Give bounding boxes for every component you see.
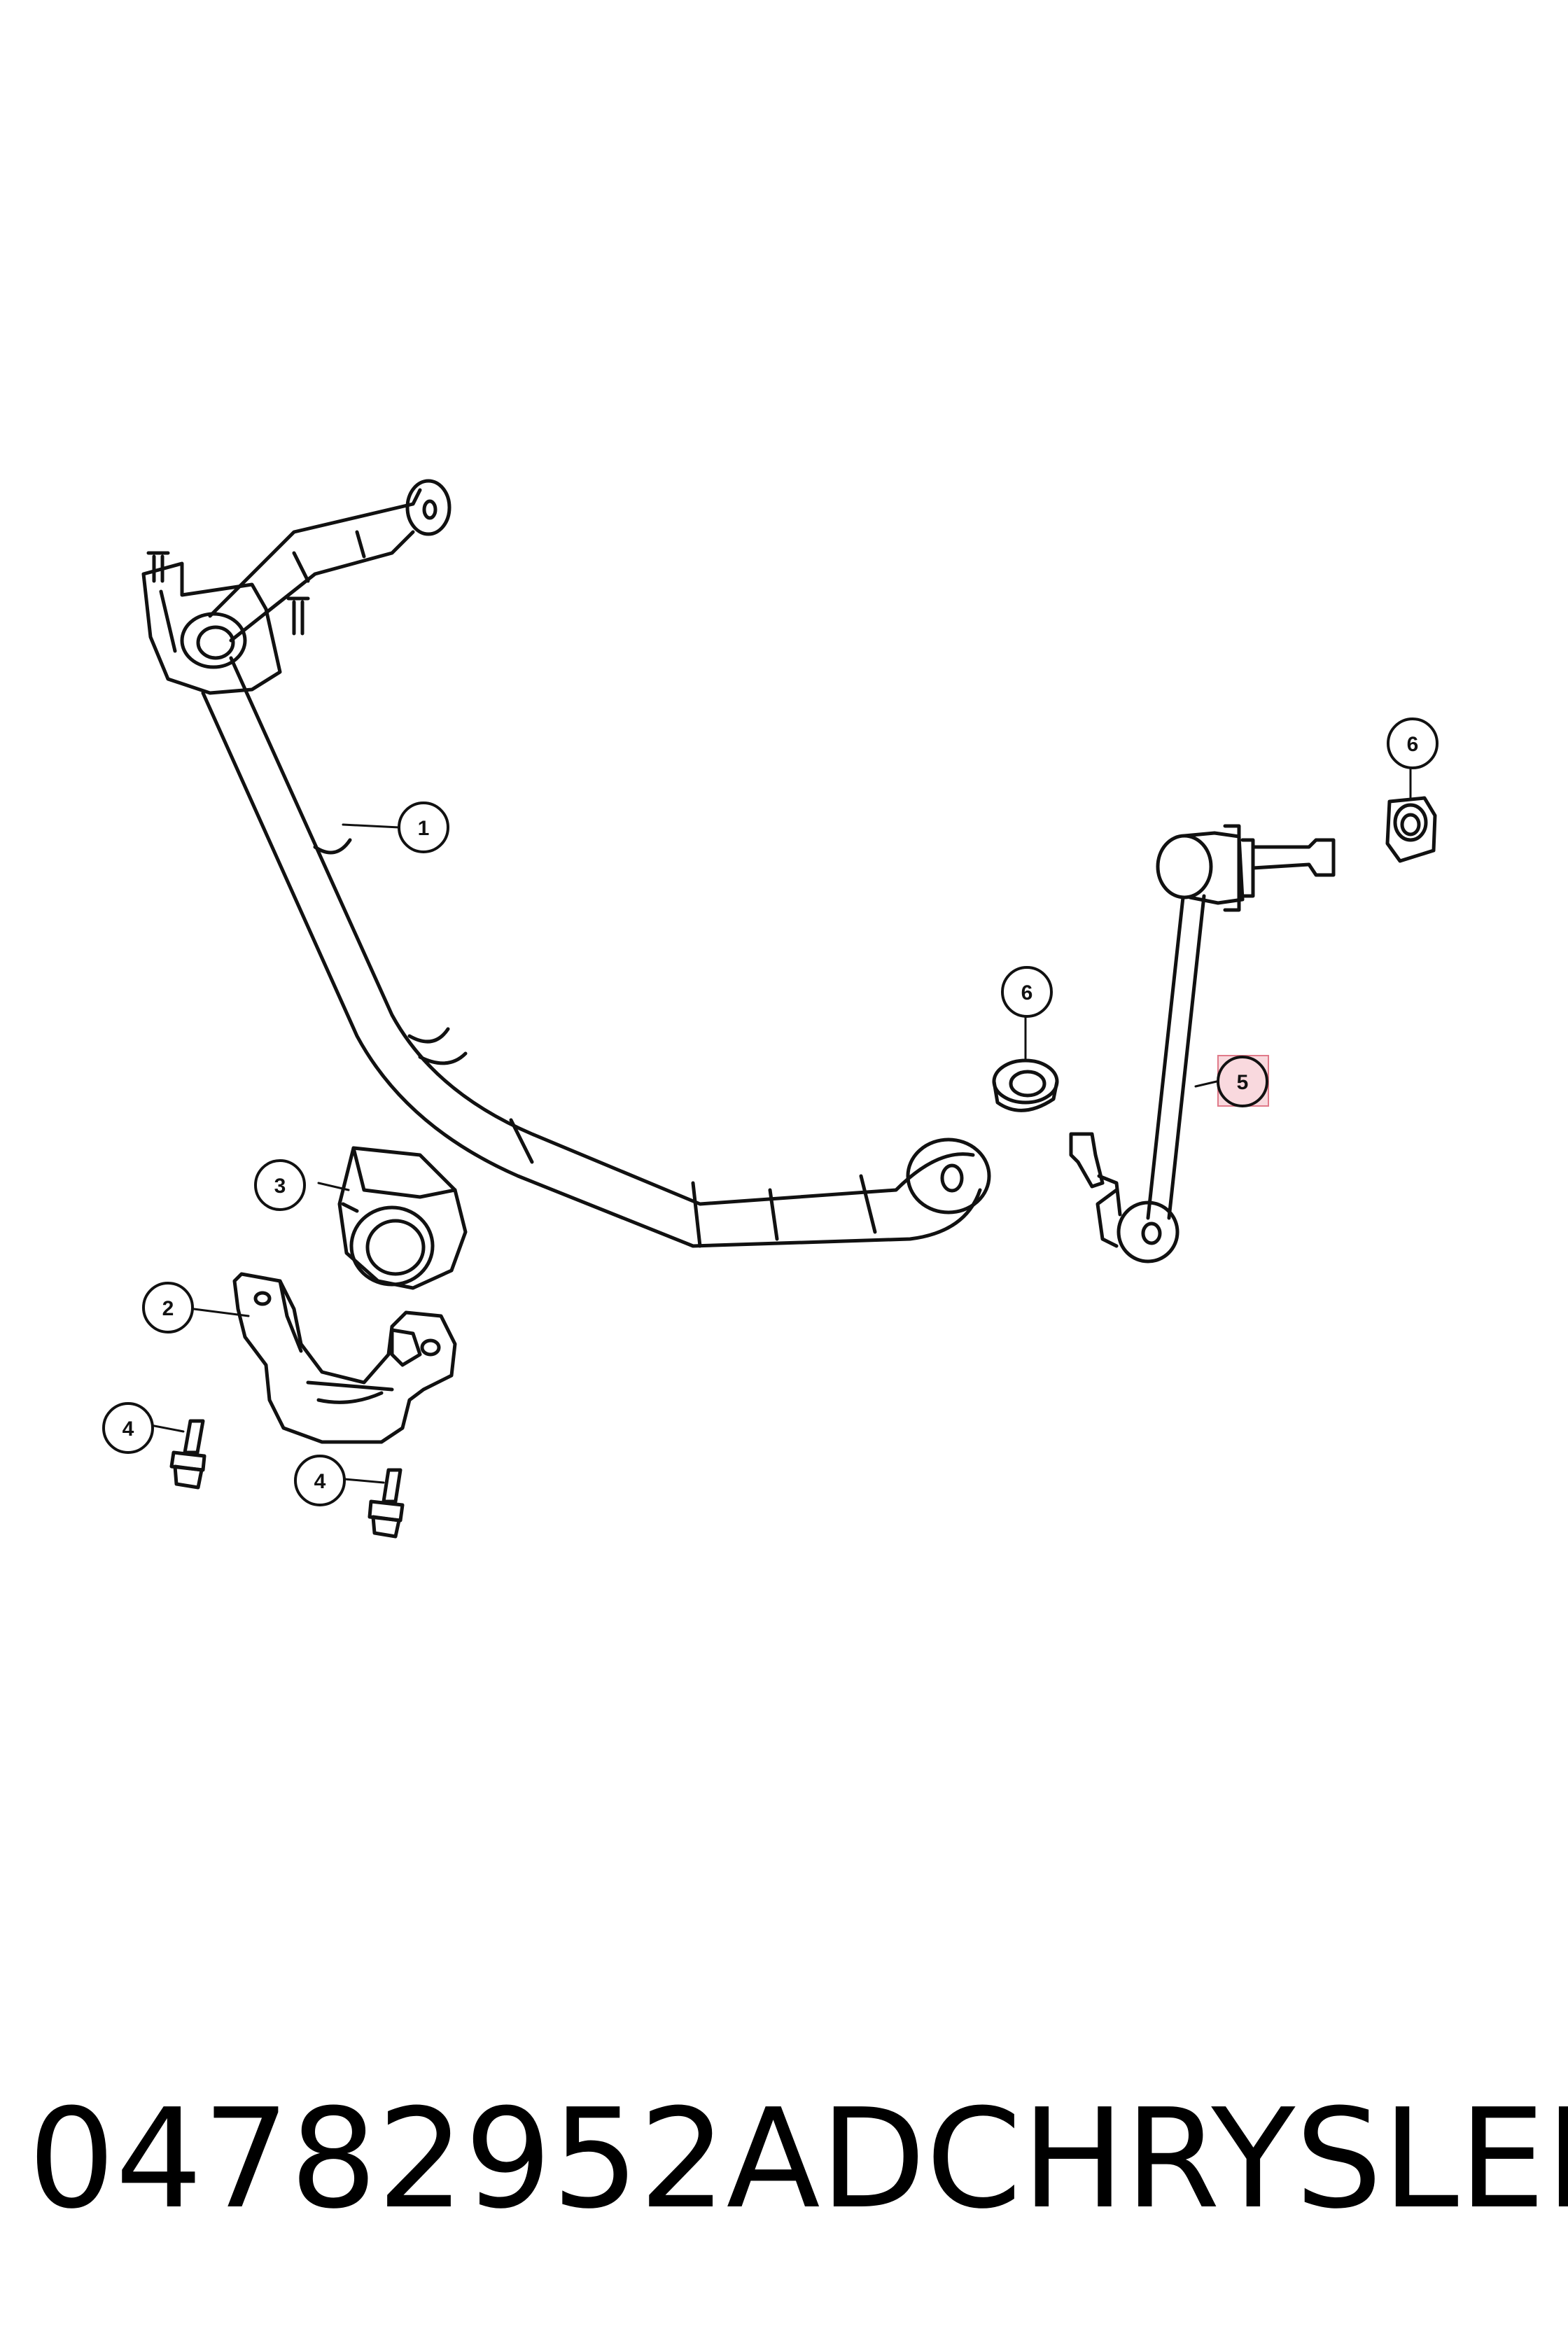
svg-text:6: 6 <box>1407 733 1419 756</box>
svg-text:4: 4 <box>122 1418 134 1441</box>
part-number: 04782952AD <box>28 2080 926 2239</box>
nut-upper[interactable] <box>1385 796 1437 863</box>
bolt-left[interactable] <box>169 1419 206 1490</box>
svg-text:3: 3 <box>274 1175 286 1198</box>
svg-text:5: 5 <box>1237 1071 1249 1094</box>
stabilizer-link[interactable] <box>1069 824 1336 1264</box>
callout-6-upper[interactable]: 6 <box>1387 718 1438 769</box>
callout-5[interactable]: 5 <box>1217 1056 1268 1107</box>
brand-name: CHRYSLER <box>925 2080 1568 2239</box>
svg-text:1: 1 <box>418 817 430 840</box>
callout-4-right[interactable]: 4 <box>294 1455 346 1506</box>
callout-6-lower[interactable]: 6 <box>1001 966 1053 1018</box>
svg-text:2: 2 <box>162 1297 174 1320</box>
nut-lower[interactable] <box>992 1058 1059 1112</box>
retainer-bracket[interactable] <box>232 1272 457 1444</box>
bolt-right[interactable] <box>368 1468 405 1539</box>
svg-text:6: 6 <box>1021 981 1033 1004</box>
svg-text:4: 4 <box>314 1470 326 1493</box>
callout-4-left[interactable]: 4 <box>102 1402 154 1454</box>
installed-bracket <box>141 551 310 695</box>
footer: 04782952AD CHRYSLER <box>28 2072 1568 2247</box>
stabilizer-bar[interactable] <box>201 479 991 1248</box>
callout-2[interactable]: 2 <box>142 1282 194 1334</box>
callout-1[interactable]: 1 <box>398 802 449 853</box>
bushing[interactable] <box>337 1146 468 1290</box>
callout-3[interactable]: 3 <box>254 1159 306 1211</box>
